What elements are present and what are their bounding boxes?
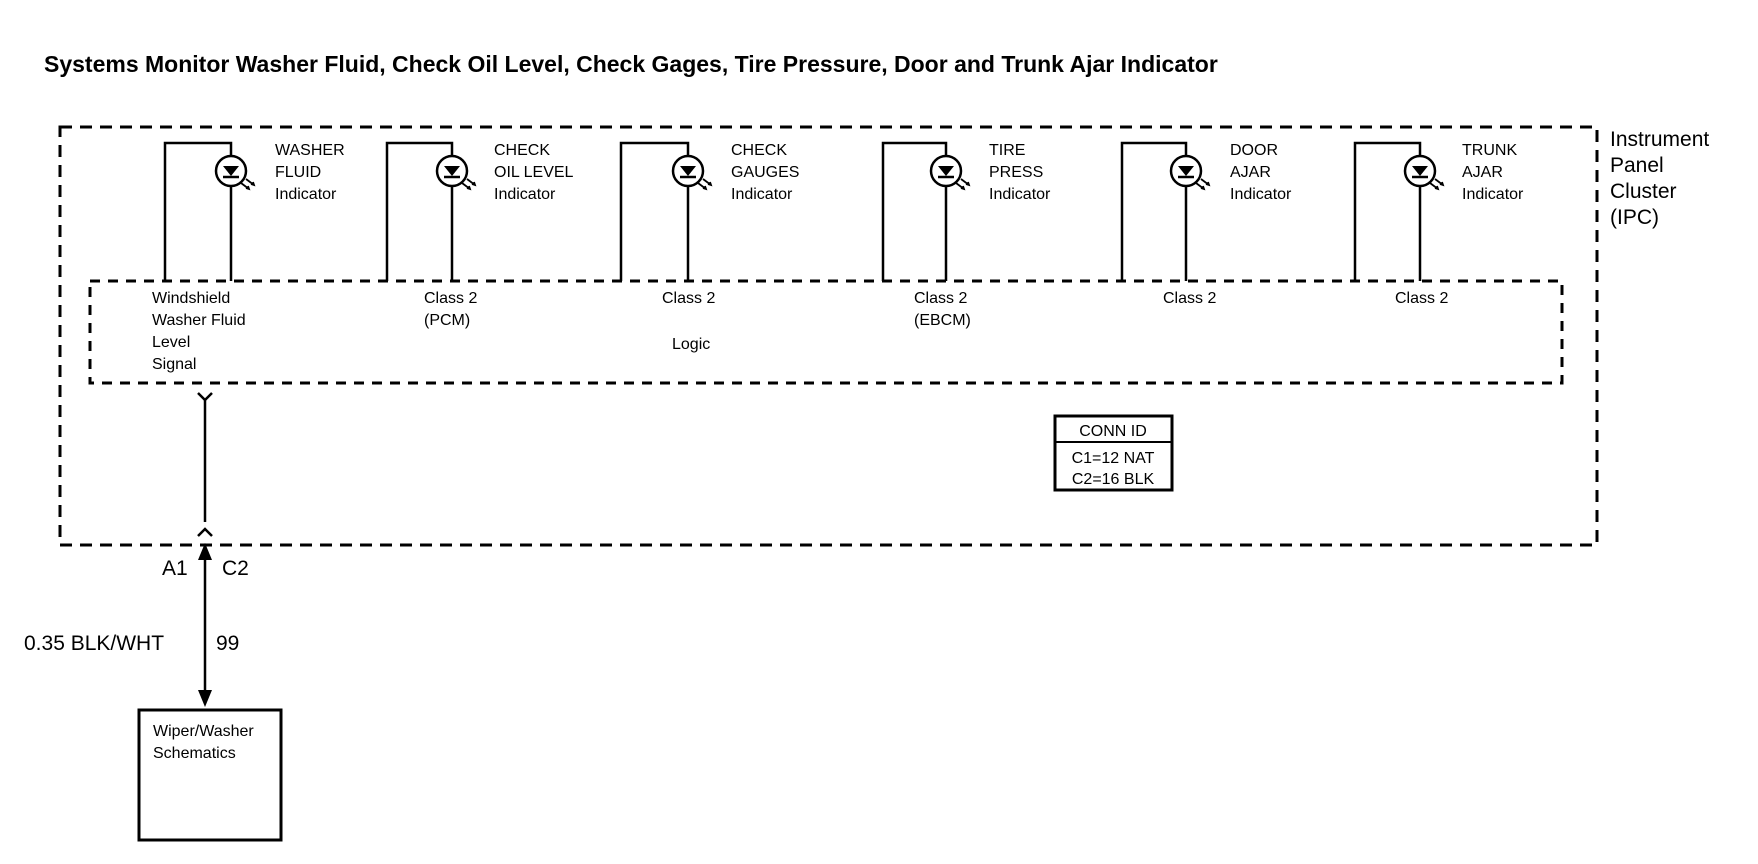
svg-text:(PCM): (PCM) xyxy=(424,312,470,329)
lamp-icon xyxy=(214,154,256,191)
conn-id-header: CONN ID xyxy=(1079,423,1147,440)
svg-text:Indicator: Indicator xyxy=(989,186,1051,203)
svg-text:Indicator: Indicator xyxy=(275,186,337,203)
conn-id-line: C1=12 NAT xyxy=(1072,450,1155,467)
svg-text:Windshield: Windshield xyxy=(152,290,230,307)
lamp-icon xyxy=(929,154,971,191)
svg-text:WASHER: WASHER xyxy=(275,142,345,159)
signal-wire xyxy=(197,392,213,537)
connector-left-pin: A1 xyxy=(162,557,188,580)
check-gauges-indicator: CHECK GAUGES Indicator Class 2 xyxy=(619,141,799,307)
svg-text:Class 2: Class 2 xyxy=(914,290,967,307)
logic-boundary xyxy=(88,279,1564,385)
lamp-icon xyxy=(435,154,477,191)
svg-text:Class 2: Class 2 xyxy=(1395,290,1448,307)
svg-text:TIRE: TIRE xyxy=(989,142,1025,159)
connector-right-pin: C2 xyxy=(222,557,249,580)
washer-fluid-indicator: WASHER FLUID Indicator Windshield Washer… xyxy=(152,141,345,373)
wire-gauge-color: 0.35 BLK/WHT xyxy=(24,632,164,655)
diagram-title: Systems Monitor Washer Fluid, Check Oil … xyxy=(44,51,1218,77)
svg-text:Class 2: Class 2 xyxy=(1163,290,1216,307)
svg-text:GAUGES: GAUGES xyxy=(731,164,799,181)
svg-text:Wiper/Washer: Wiper/Washer xyxy=(153,723,254,740)
svg-text:Class 2: Class 2 xyxy=(424,290,477,307)
conn-id-box: CONN ID C1=12 NAT C2=16 BLK xyxy=(1053,414,1174,492)
lamp-icon xyxy=(671,154,713,191)
svg-text:TRUNK: TRUNK xyxy=(1462,142,1517,159)
svg-text:AJAR: AJAR xyxy=(1462,164,1503,181)
lamp-icon xyxy=(1169,154,1211,191)
door-ajar-indicator: DOOR AJAR Indicator Class 2 xyxy=(1120,141,1292,307)
conn-id-line: C2=16 BLK xyxy=(1072,471,1155,488)
svg-text:Indicator: Indicator xyxy=(494,186,556,203)
svg-text:Signal: Signal xyxy=(152,356,196,373)
svg-text:Indicator: Indicator xyxy=(1462,186,1524,203)
svg-text:(EBCM): (EBCM) xyxy=(914,312,971,329)
svg-text:Level: Level xyxy=(152,334,190,351)
svg-text:FLUID: FLUID xyxy=(275,164,321,181)
svg-text:Cluster: Cluster xyxy=(1610,180,1677,203)
wire-circuit-number: 99 xyxy=(216,632,239,655)
tire-press-indicator: TIRE PRESS Indicator Class 2 (EBCM) xyxy=(881,141,1051,329)
check-oil-level-indicator: CHECK OIL LEVEL Indicator Class 2 (PCM) xyxy=(385,141,574,329)
svg-text:Indicator: Indicator xyxy=(1230,186,1292,203)
svg-text:Instrument: Instrument xyxy=(1610,128,1709,151)
svg-text:CHECK: CHECK xyxy=(731,142,787,159)
svg-text:(IPC): (IPC) xyxy=(1610,206,1659,229)
svg-text:Schematics: Schematics xyxy=(153,745,236,762)
external-wire xyxy=(198,543,212,707)
svg-text:Class 2: Class 2 xyxy=(662,290,715,307)
ipc-boundary xyxy=(58,125,1599,547)
trunk-ajar-indicator: TRUNK AJAR Indicator Class 2 xyxy=(1353,141,1524,307)
svg-text:AJAR: AJAR xyxy=(1230,164,1271,181)
logic-label: Logic xyxy=(672,336,710,353)
svg-text:Panel: Panel xyxy=(1610,154,1664,177)
svg-text:PRESS: PRESS xyxy=(989,164,1043,181)
svg-text:CHECK: CHECK xyxy=(494,142,550,159)
svg-text:Washer Fluid: Washer Fluid xyxy=(152,312,246,329)
wiper-washer-schematics-box: Wiper/Washer Schematics xyxy=(137,708,283,842)
svg-text:DOOR: DOOR xyxy=(1230,142,1278,159)
svg-text:OIL LEVEL: OIL LEVEL xyxy=(494,164,574,181)
module-label: Instrument Panel Cluster (IPC) xyxy=(1610,128,1709,229)
lamp-icon xyxy=(1403,154,1445,191)
svg-text:Indicator: Indicator xyxy=(731,186,793,203)
